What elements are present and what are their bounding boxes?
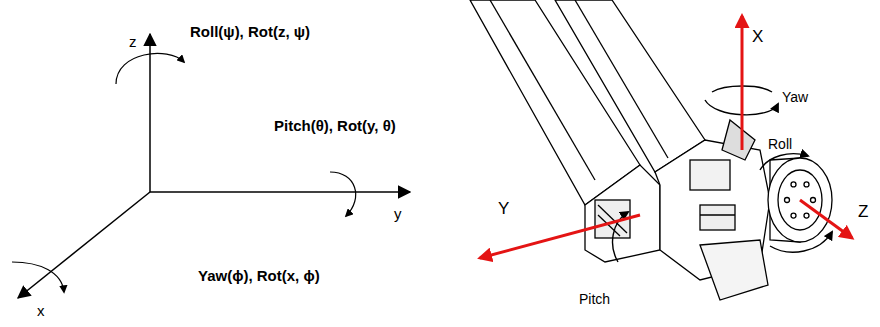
axis-label: y: [394, 206, 402, 223]
flange-hole: [791, 182, 796, 187]
flange-hole: [791, 213, 796, 218]
axis-label: z: [129, 34, 137, 51]
axis-label: Y: [498, 200, 509, 219]
axis-label: x: [37, 303, 45, 320]
robot-wrist: [470, 0, 832, 300]
flange-hole: [804, 182, 809, 187]
axis-label: Z: [858, 203, 868, 222]
joint-label: Roll: [766, 137, 794, 152]
coordinate-axes: [12, 34, 410, 298]
rotation-label: Yaw(ϕ), Rot(x, ϕ): [198, 268, 320, 285]
flange-hole: [804, 213, 809, 218]
rotation-label: Roll(ψ), Rot(z, ψ): [190, 24, 310, 41]
flange-hole: [785, 198, 790, 203]
wrist-axes: [480, 16, 852, 258]
axis-label: X: [752, 28, 763, 47]
joint-label: Yaw: [782, 90, 808, 105]
rotation-label: Pitch(θ), Rot(y, θ): [274, 118, 396, 135]
joint-label: Pitch: [577, 292, 612, 307]
flange-hole: [811, 198, 816, 203]
joint-rotation-arrows: [613, 86, 832, 262]
